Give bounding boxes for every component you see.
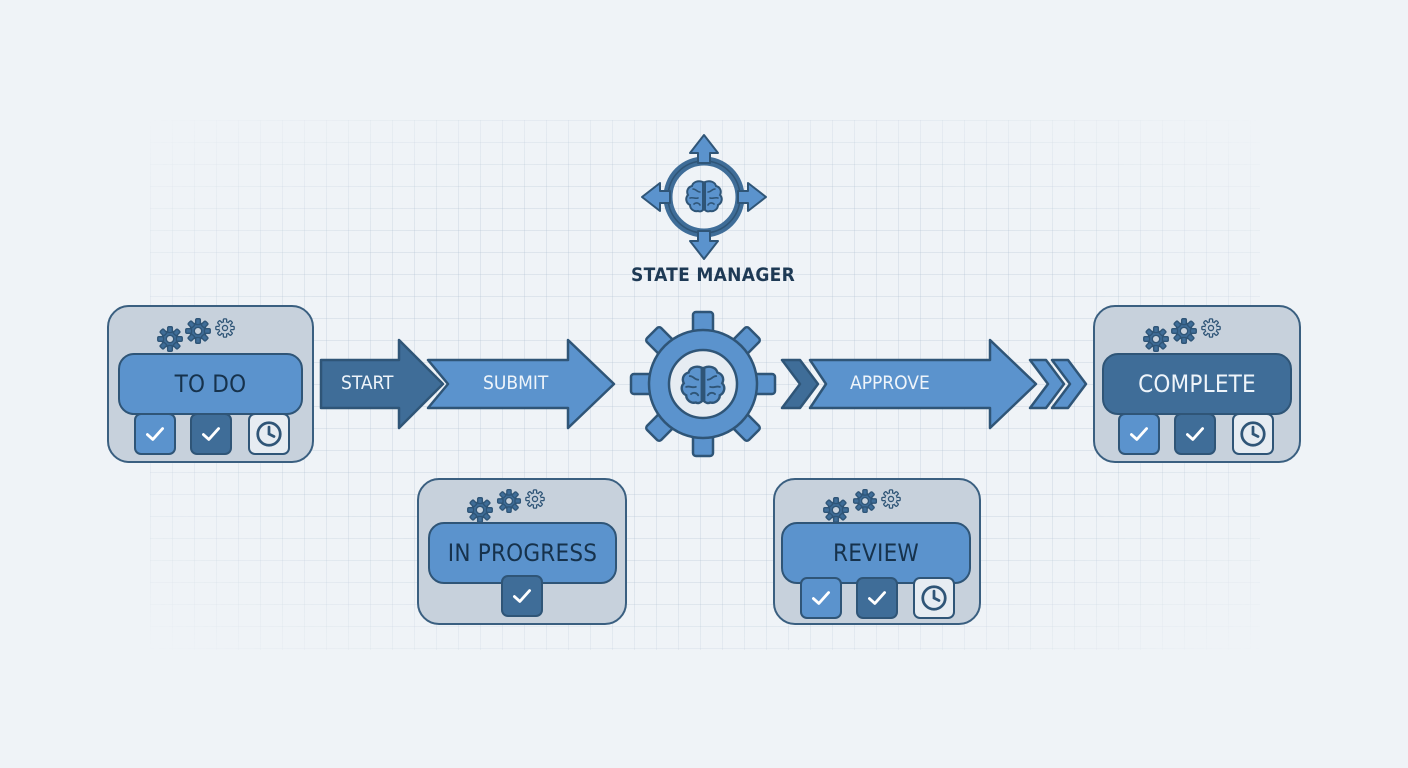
check-icon <box>1174 413 1216 455</box>
gears-icon <box>1142 313 1232 353</box>
start-arrow <box>319 338 447 430</box>
clock-icon <box>248 413 290 455</box>
gears-icon <box>822 484 912 524</box>
approve-double-chevron-icon <box>1028 358 1090 410</box>
approve-arrow <box>808 338 1040 430</box>
review-pill: REVIEW <box>781 522 971 584</box>
todo-state-card: TO DO <box>107 305 314 463</box>
check-icon <box>134 413 176 455</box>
check-icon <box>1118 413 1160 455</box>
submit-arrow <box>426 338 618 430</box>
state-manager-gear-icon <box>627 308 779 460</box>
approve-label: APPROVE <box>850 372 930 394</box>
state-manager-icon <box>640 133 768 261</box>
check-icon <box>190 413 232 455</box>
state-manager-label: STATE MANAGER <box>631 264 796 286</box>
clock-icon <box>1232 413 1274 455</box>
in-progress-pill: IN PROGRESS <box>428 522 617 584</box>
check-icon <box>501 575 543 617</box>
check-icon <box>856 577 898 619</box>
review-state-card: REVIEW <box>773 478 981 625</box>
approve-chevron-icon <box>780 358 820 410</box>
check-icon <box>800 577 842 619</box>
submit-label: SUBMIT <box>483 372 549 394</box>
clock-icon <box>913 577 955 619</box>
in-progress-state-card: IN PROGRESS <box>417 478 627 625</box>
gears-icon <box>466 484 556 524</box>
start-label: START <box>341 372 394 394</box>
complete-pill: COMPLETE <box>1102 353 1292 415</box>
todo-pill: TO DO <box>118 353 303 415</box>
complete-state-card: COMPLETE <box>1093 305 1301 463</box>
gears-icon <box>156 313 246 353</box>
